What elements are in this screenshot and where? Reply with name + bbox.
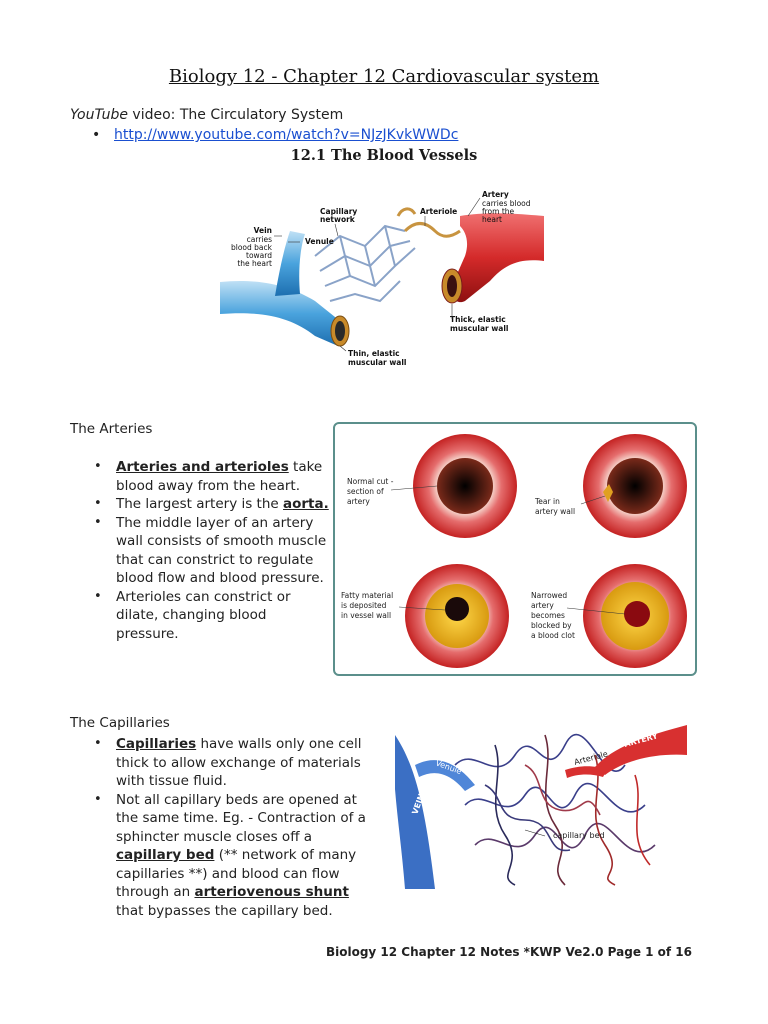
blood-vessels-figure: Vein carries blood back toward the heart… [220,190,544,367]
capillary-bed-term: capillary bed [116,847,215,863]
label-clot-2: artery [531,601,554,610]
youtube-link[interactable]: http://www.youtube.com/watch?v=NJzJKvkWW… [114,127,459,143]
cap-bed-label: capillary bed [553,831,605,840]
venule-label: Venule [305,237,334,246]
label-normal-1: Normal cut - [347,477,394,486]
label-tear-1: Tear in [534,497,560,506]
label-clot-1: Narrowed [531,591,567,600]
capillary-label-2: network [320,215,356,224]
capillaries-heading: The Capillaries [70,715,170,731]
artery-desc-2: from the [482,207,515,216]
label-normal-3: artery [347,497,370,506]
list-item: Not all capillary beds are opened at the… [92,791,380,921]
list-text: that bypasses the capillary bed. [116,902,333,919]
label-fatty-2: is deposited [341,601,387,610]
arteriole-label: Arteriole [420,207,457,216]
vein-desc-3: toward [246,251,272,260]
list-text: (** network of many capillaries **) and … [116,847,357,900]
label-tear-2: artery wall [535,507,575,516]
list-item: Arteries and arterioles take blood away … [92,458,330,495]
list-item: The largest artery is the aorta. [92,495,330,514]
list-text: The largest artery is the [116,496,284,512]
youtube-link-row: • http://www.youtube.com/watch?v=NJzJKvkW… [92,127,458,143]
list-item: Arterioles can constrict or dilate, chan… [92,588,330,644]
page-footer: Biology 12 Chapter 12 Notes *KWP Ve2.0 P… [325,945,692,959]
label-clot-5: a blood clot [531,631,575,640]
capillaries-list: Capillaries have walls only one cell thi… [92,735,380,920]
artery-cross-section-figure: Normal cut - section of artery Tear in a… [333,422,697,676]
vein-label: Vein [254,226,272,235]
label-fatty-3: in vessel wall [341,611,391,620]
document-title: Biology 12 - Chapter 12 Cardiovascular s… [168,66,600,87]
arteriovenous-shunt-term: arteriovenous shunt [194,884,349,900]
aorta-term: aorta. [283,496,329,512]
list-item: The middle layer of an artery wall consi… [92,514,330,588]
list-item: Capillaries have walls only one cell thi… [92,735,380,791]
section-title: 12.1 The Blood Vessels [290,147,478,164]
capillary-label-1: Capillary [320,207,357,216]
youtube-line: YouTube video: The Circulatory System [70,107,343,123]
artery-desc-1: carries blood [482,199,531,208]
capillaries-term: Capillaries [116,736,197,752]
list-text: take blood away from the heart. [116,459,323,494]
arteries-heading: The Arteries [70,421,153,437]
vein-desc-2: blood back [231,243,273,252]
bullet-dot: • [92,127,101,143]
label-fatty-1: Fatty material [341,591,393,600]
label-clot-3: becomes [531,611,565,620]
thick-wall-1: Thick, elastic [450,315,506,324]
artery-desc-3: heart [482,215,502,224]
thin-wall-1: Thin, elastic [348,349,400,358]
artery-label: Artery [482,190,509,199]
thick-wall-2: muscular wall [450,324,508,333]
youtube-italic: YouTube [70,107,128,123]
vein-desc-1: carries [247,235,272,244]
thin-wall-2: muscular wall [348,358,406,367]
arteries-list: Arteries and arterioles take blood away … [92,458,330,643]
label-normal-2: section of [347,487,384,496]
list-text: Not all capillary beds are opened at the… [116,791,366,845]
capillary-bed-figure: VEIN Venule ARTERY Arteriole capillary b… [395,725,687,889]
vein-desc-4: the heart [237,259,272,268]
list-text: have walls only one cell thick to allow … [116,736,362,789]
youtube-rest: video: The Circulatory System [127,107,344,123]
label-clot-4: blocked by [531,621,572,630]
arteries-term: Arteries and arterioles [116,459,289,475]
